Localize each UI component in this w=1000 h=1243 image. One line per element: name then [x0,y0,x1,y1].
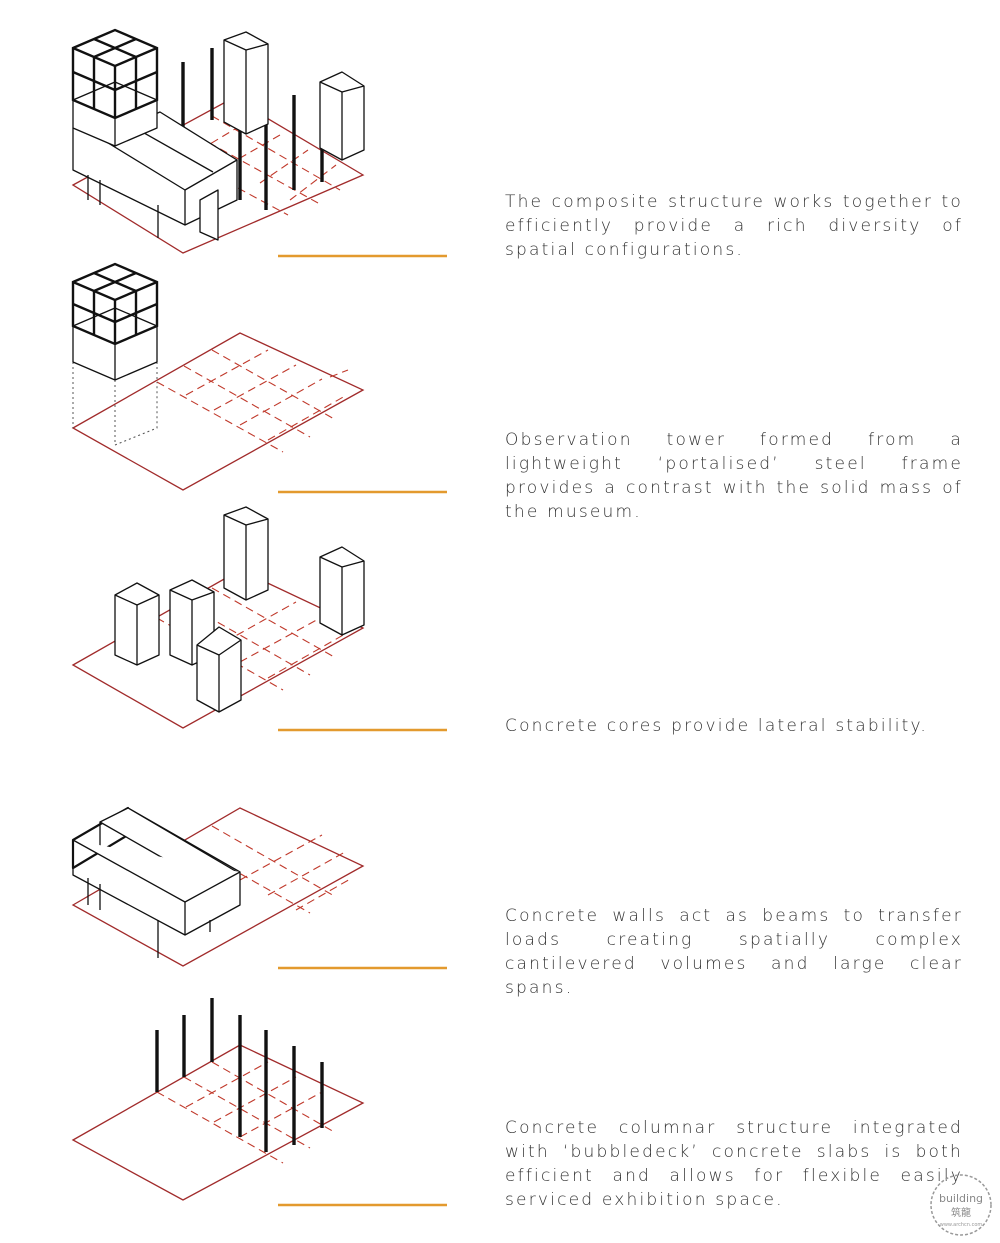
panel-concrete-walls [71,806,447,970]
panel-observation-tower [71,262,447,494]
watermark-logo: building 筑龍 www.archcn.com [930,1174,992,1236]
caption-composite-structure: The composite structure works together t… [505,192,963,260]
caption-concrete-walls: Concrete walls act as beams to transfer … [505,906,963,998]
svg-text:筑龍: 筑龍 [951,1206,971,1219]
panel-composite-structure [71,28,447,258]
caption-concrete-cores: Concrete cores provide lateral stability… [505,716,928,736]
caption-columnar-structure: Concrete columnar structure integrated w… [505,1118,963,1210]
caption-observation-tower: Observation tower formed from a lightwei… [505,430,963,522]
svg-text:building: building [939,1192,983,1205]
svg-text:www.archcn.com: www.archcn.com [940,1222,983,1228]
panel-concrete-cores [71,506,447,732]
panel-columnar-structure [71,998,447,1207]
